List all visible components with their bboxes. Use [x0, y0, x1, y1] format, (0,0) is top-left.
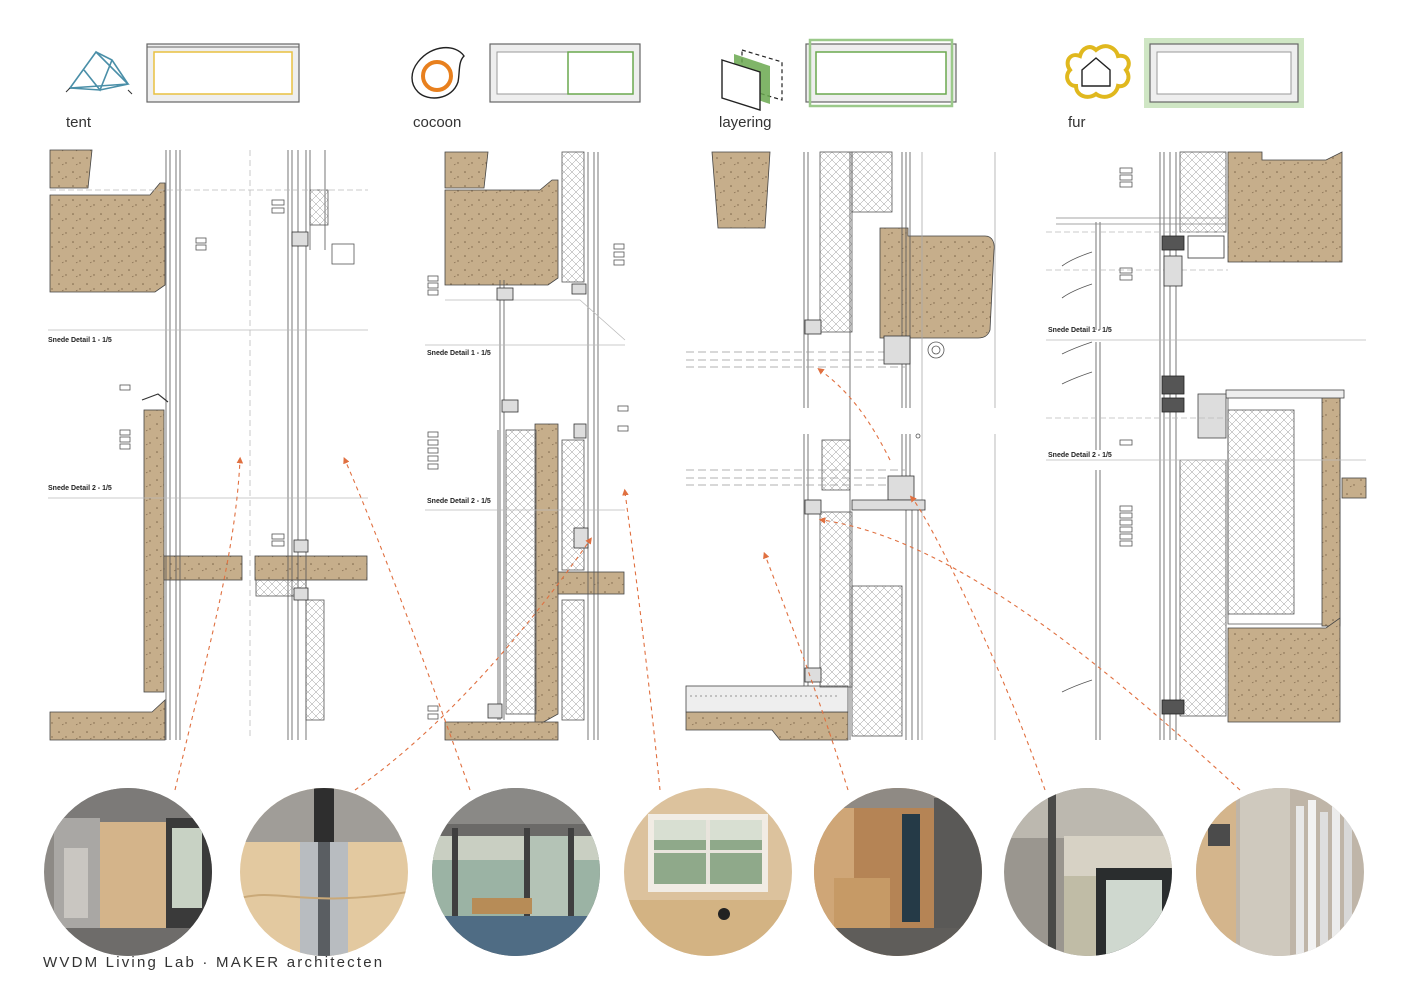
concept-label-cocoon: cocoon [413, 114, 462, 131]
tent-detail-section [48, 149, 368, 741]
fur-icon [1065, 44, 1131, 99]
tent-plan-diagram [146, 43, 300, 103]
fur-plan-diagram [1144, 38, 1304, 108]
section-label-tent-2: Snede Detail 2 - 1/5 [48, 485, 112, 492]
section-label-fur-2: Snede Detail 2 - 1/5 [1048, 452, 1112, 459]
concept-label-tent: tent [66, 114, 92, 131]
tent-room-photo [44, 788, 212, 956]
panel-stack-photo [1196, 788, 1364, 956]
footer-separator: · [202, 954, 210, 971]
footer-credit: WVDM Living Lab · MAKER architecten [43, 954, 384, 971]
glazed-facade-photo [432, 788, 600, 956]
fur-detail-section [1046, 151, 1367, 740]
concept-label-layering: layering [719, 114, 772, 131]
section-label-tent-1: Snede Detail 1 - 1/5 [48, 337, 112, 344]
section-label-cocoon-1: Snede Detail 1 - 1/5 [427, 350, 491, 357]
concept-label-fur: fur [1068, 114, 1086, 131]
cocoon-plan-diagram [489, 43, 641, 103]
cocoon-detail-section [425, 151, 629, 741]
corridor-photo [814, 788, 982, 956]
footer-project: WVDM Living Lab [43, 954, 197, 971]
plywood-joint-photo [240, 788, 408, 956]
leader-arrows [174, 368, 1241, 791]
tent-icon [65, 50, 133, 95]
layering-plan-diagram [805, 38, 957, 108]
window-reveal-photo [1004, 788, 1172, 956]
cocoon-icon [411, 47, 465, 99]
footer-office: MAKER architecten [216, 954, 385, 971]
window-niche-photo [624, 788, 792, 956]
layering-icon [721, 49, 783, 111]
section-label-fur-1: Snede Detail 1 - 1/5 [1048, 327, 1112, 334]
layering-detail-section [685, 151, 996, 741]
section-label-cocoon-2: Snede Detail 2 - 1/5 [427, 498, 491, 505]
